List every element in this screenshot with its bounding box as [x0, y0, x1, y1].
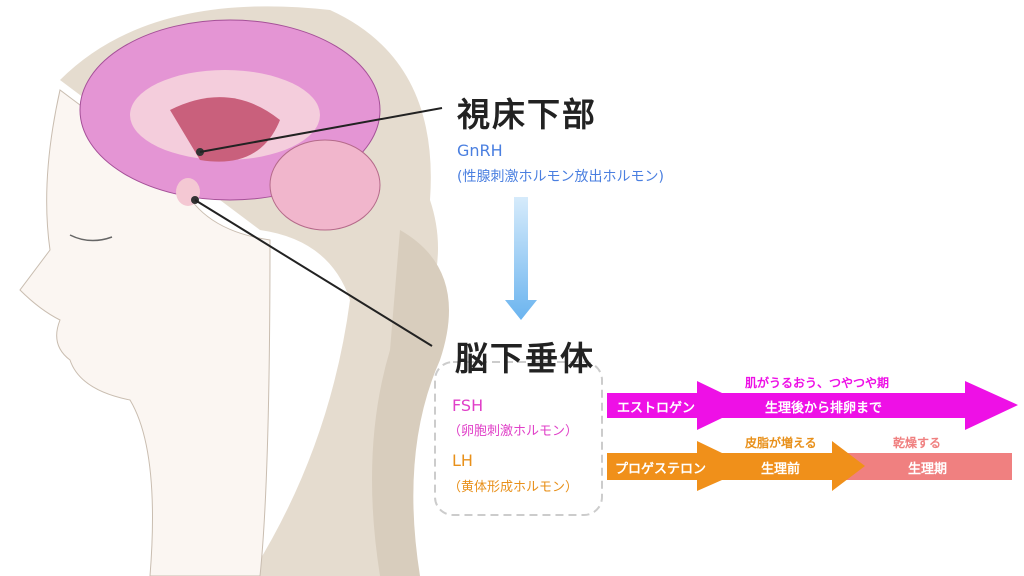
down-arrow: [505, 197, 537, 320]
cerebellum: [269, 139, 381, 231]
fsh-label: FSH: [452, 396, 484, 415]
closed-eye: [69, 234, 113, 242]
estrogen-effect: 肌がうるおう、つやつや期: [745, 376, 890, 390]
menstrual-period: 生理期: [908, 462, 948, 477]
gnrh-full-name: (性腺刺激ホルモン放出ホルモン): [457, 169, 664, 185]
pituitary-box: [434, 361, 603, 516]
pituitary-title: 脳下垂体: [455, 339, 595, 378]
hypothalamus-title: 視床下部: [457, 95, 597, 134]
hypothalamus-pointer: [199, 107, 443, 153]
estrogen-arrow: [607, 381, 1018, 430]
menstrual-effect: 乾燥する: [893, 436, 942, 450]
gnrh-label: GnRH: [457, 141, 503, 160]
lh-label: LH: [452, 451, 473, 470]
progesterone-label: プロゲステロン: [615, 462, 707, 477]
progesterone-arrow: [607, 441, 1012, 491]
pituitary-pointer: [194, 199, 433, 347]
estrogen-label: エストロゲン: [617, 401, 696, 416]
premenstrual-effect: 皮脂が増える: [745, 436, 817, 450]
fsh-full-name: （卵胞刺激ホルモン）: [448, 424, 579, 439]
face: [19, 89, 271, 576]
lh-full-name: （黄体形成ホルモン）: [448, 480, 579, 495]
estrogen-period: 生理後から排卵まで: [765, 401, 883, 416]
premenstrual-period: 生理前: [761, 462, 801, 477]
